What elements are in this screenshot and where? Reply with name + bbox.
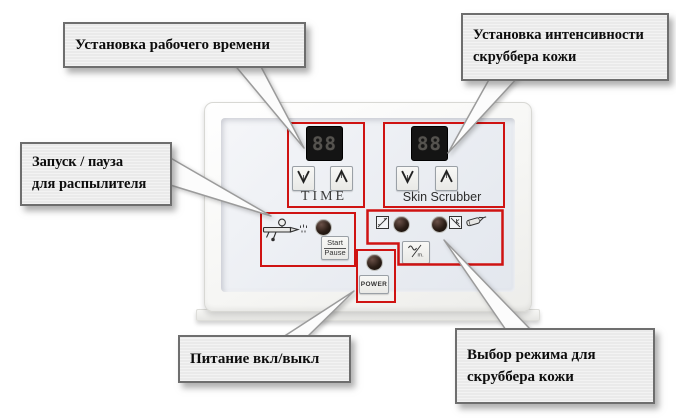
callout-intensity-line2: скруббера кожи [473, 49, 577, 65]
callout-work-time-text: Установка рабочего времени [75, 36, 270, 53]
callout-spray-line1: Запуск / пауза [32, 154, 124, 171]
callout-intensity-line1: Установка интенсивности [473, 27, 644, 44]
time-up-button[interactable] [330, 166, 353, 191]
power-led [366, 254, 383, 271]
time-down-button[interactable] [292, 166, 315, 191]
scrubber-down-button[interactable] [396, 166, 419, 191]
up-arrow-icon [438, 168, 455, 190]
scrubber-label: Skin Scrubber [402, 190, 482, 204]
up-arrow-icon [333, 168, 350, 190]
mode-b-led [431, 216, 448, 233]
callout-power: Питание вкл/выкл [178, 335, 351, 383]
power-button[interactable]: POWER [359, 275, 389, 294]
mode-toggle-button[interactable]: m. [402, 241, 430, 264]
start-pause-button[interactable]: Start Pause [321, 236, 349, 260]
scrubber-up-button[interactable] [435, 166, 458, 191]
time-label: TIME [300, 189, 348, 204]
callout-mode-select: Выбор режима для скруббера кожи [455, 328, 655, 404]
down-arrow-icon [399, 168, 416, 190]
scrubber-display: 88 [411, 126, 448, 161]
wave-mode-icon: m. [406, 242, 426, 264]
sprayer-led [315, 219, 332, 236]
callout-intensity: Установка интенсивности скруббера кожи [461, 13, 669, 81]
mode-a-led [393, 216, 410, 233]
time-display: 88 [306, 126, 343, 161]
callout-spray-line2: для распылителя [32, 176, 147, 192]
callout-spray-start: Запуск / пауза для распылителя [20, 142, 172, 206]
pause-label: Pause [324, 247, 346, 257]
callout-power-text: Питание вкл/выкл [190, 350, 320, 367]
callout-mode-line2: скруббера кожи [467, 369, 574, 385]
down-arrow-icon [295, 168, 312, 190]
power-button-label: POWER [360, 281, 388, 288]
svg-text:m.: m. [418, 252, 425, 258]
callout-work-time: Установка рабочего времени [63, 22, 306, 68]
callout-mode-line1: Выбор режима для [467, 346, 596, 363]
start-label: Start [324, 238, 346, 249]
